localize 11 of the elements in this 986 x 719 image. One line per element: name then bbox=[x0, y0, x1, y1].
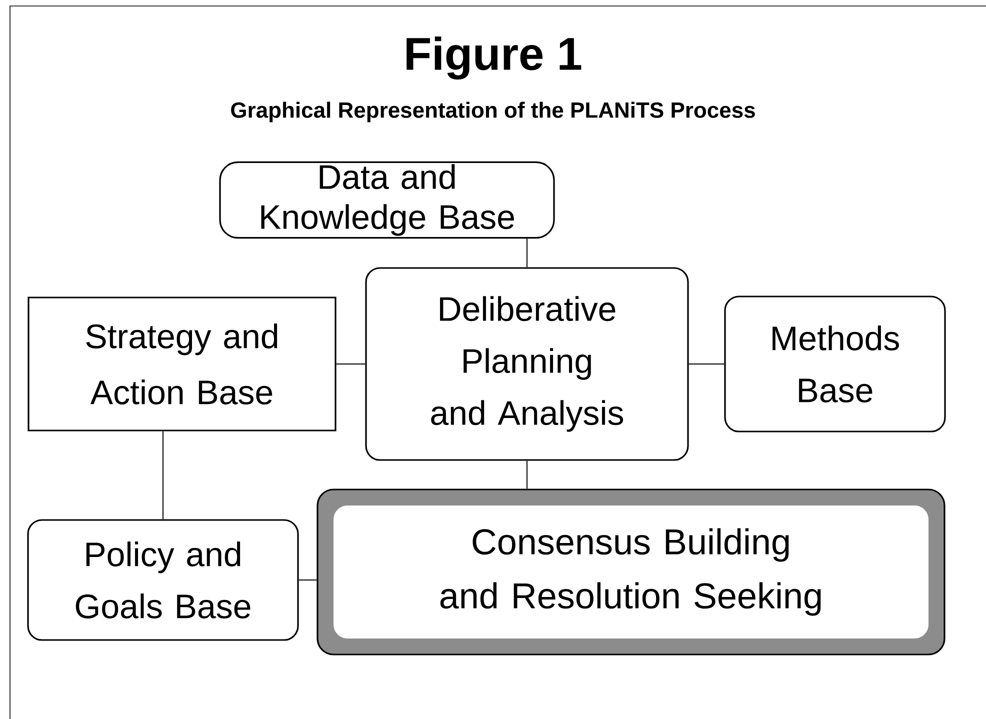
rounded-box: Deliberative Planning and Analysis bbox=[365, 267, 689, 461]
connector-line bbox=[526, 460, 528, 490]
shaded-box: Consensus Building and Resolution Seeking bbox=[316, 488, 946, 656]
connector-line bbox=[526, 238, 528, 268]
process-box: Strategy and Action Base bbox=[28, 296, 336, 432]
figure-subtitle: Graphical Representation of the PLANiTS Process bbox=[231, 102, 755, 122]
rounded-box: Data and Knowledge Base bbox=[219, 161, 555, 239]
rounded-box: Methods Base bbox=[724, 296, 946, 432]
connector-line bbox=[162, 430, 164, 520]
rounded-box: Policy and Goals Base bbox=[27, 519, 299, 641]
figure-title: Figure 1 bbox=[406, 36, 582, 80]
